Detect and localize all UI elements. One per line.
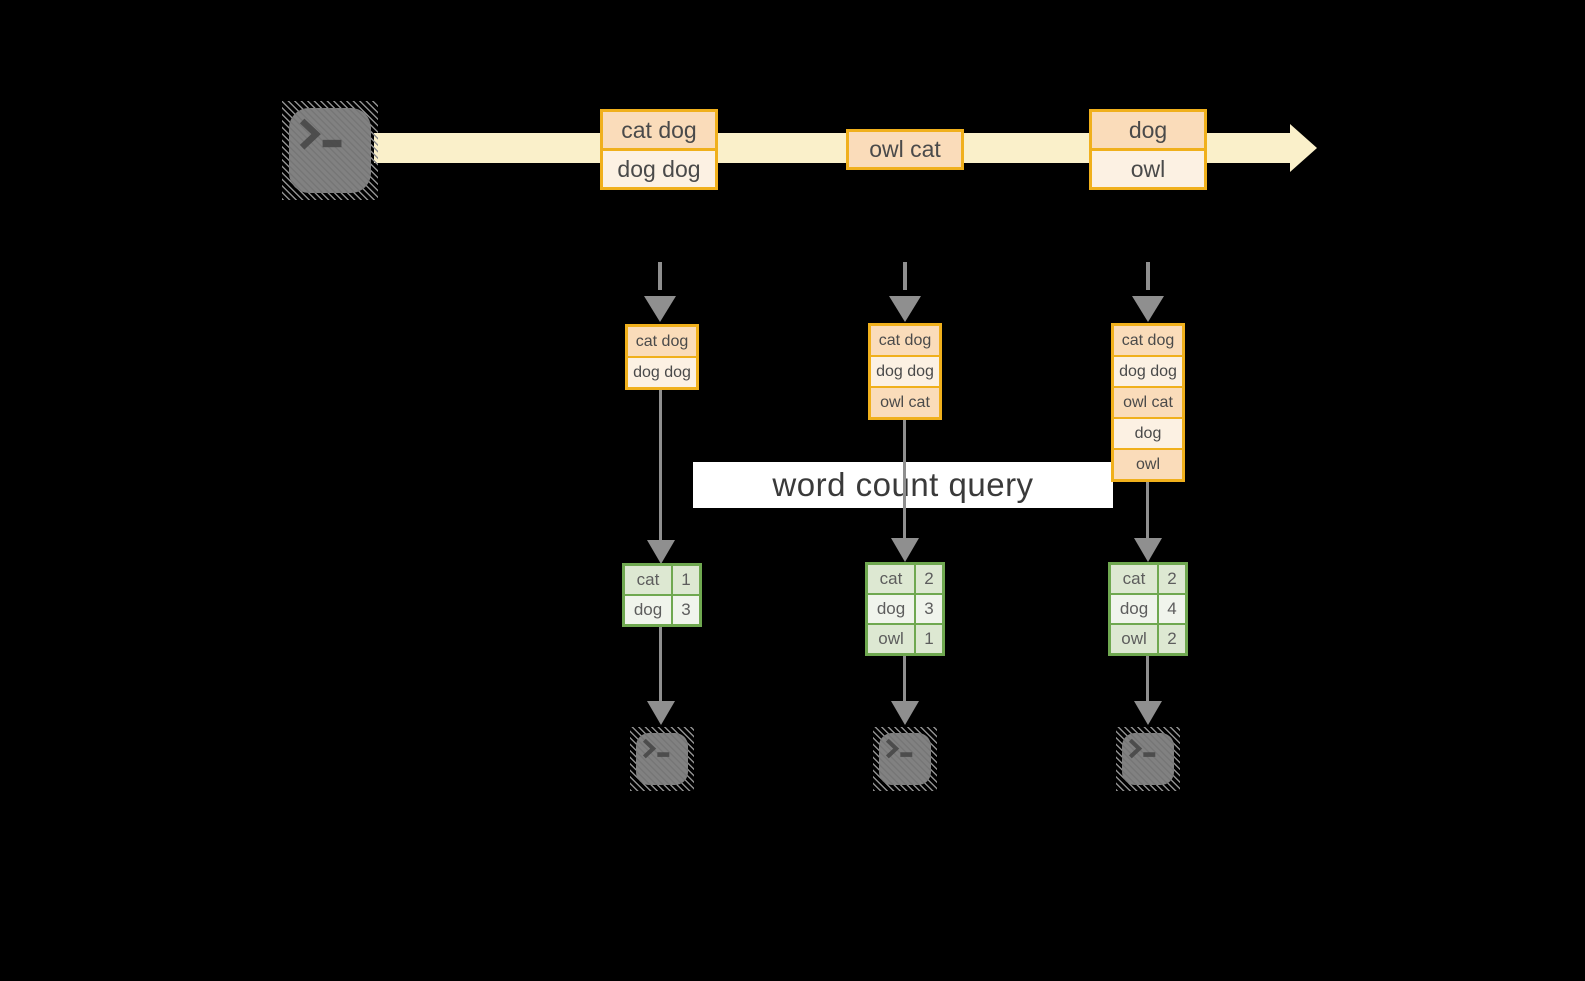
batch-line: owl <box>1114 448 1182 479</box>
connector-line <box>903 656 906 701</box>
stream-source-terminal-icon <box>282 101 378 200</box>
batch-line: owl cat <box>1114 386 1182 417</box>
accumulated-batch-3: cat dog dog dog owl cat dog owl <box>1111 323 1185 482</box>
batch-line: cat dog <box>628 327 696 356</box>
batch-line: cat dog <box>603 112 715 148</box>
query-banner-label: word count query <box>772 466 1034 503</box>
batch-line: owl cat <box>849 132 961 167</box>
stream-arrowhead-icon <box>1290 124 1317 172</box>
consumer-terminal-icon <box>873 727 937 791</box>
arrowhead-down-icon <box>891 538 919 562</box>
accumulated-batch-2: cat dog dog dog owl cat <box>868 323 942 420</box>
stream-batch-2: owl cat <box>846 129 964 170</box>
connector-line <box>659 390 662 540</box>
connector-line <box>1146 482 1149 538</box>
arrowhead-down-icon <box>1134 701 1162 725</box>
consumer-terminal-icon <box>630 727 694 791</box>
batch-line: dog dog <box>1114 355 1182 386</box>
batch-line: owl cat <box>871 386 939 417</box>
table-word-cell: cat <box>868 565 914 593</box>
arrowhead-down-icon <box>891 701 919 725</box>
table-count-cell: 2 <box>1159 625 1185 653</box>
table-word-cell: cat <box>1111 565 1157 593</box>
connector-line <box>659 627 662 701</box>
table-count-cell: 2 <box>916 565 942 593</box>
table-word-cell: dog <box>625 596 671 624</box>
batch-line: dog dog <box>603 148 715 187</box>
table-count-cell: 1 <box>916 625 942 653</box>
batch-line: dog <box>1092 112 1204 148</box>
word-count-table-3: cat 2 dog 4 owl 2 <box>1108 562 1188 656</box>
table-count-cell: 4 <box>1159 595 1185 623</box>
dashed-arrow-down-icon <box>889 262 921 322</box>
table-count-cell: 3 <box>673 596 699 624</box>
word-count-table-1: cat 1 dog 3 <box>622 563 702 627</box>
batch-line: dog <box>1114 417 1182 448</box>
arrowhead-down-icon <box>1134 538 1162 562</box>
arrowhead-down-icon <box>647 701 675 725</box>
table-word-cell: dog <box>1111 595 1157 623</box>
connector-line <box>1146 656 1149 701</box>
batch-line: cat dog <box>871 326 939 355</box>
arrowhead-down-icon <box>647 540 675 564</box>
batch-line: owl <box>1092 148 1204 187</box>
table-count-cell: 1 <box>673 566 699 594</box>
table-word-cell: owl <box>868 625 914 653</box>
table-word-cell: dog <box>868 595 914 623</box>
stream-batch-1: cat dog dog dog <box>600 109 718 190</box>
batch-line: dog dog <box>871 355 939 386</box>
dashed-arrow-down-icon <box>1132 262 1164 322</box>
table-count-cell: 2 <box>1159 565 1185 593</box>
table-word-cell: cat <box>625 566 671 594</box>
terminal-icon <box>289 108 371 193</box>
dashed-arrow-down-icon <box>644 262 676 322</box>
consumer-terminal-icon <box>1116 727 1180 791</box>
stream-batch-3: dog owl <box>1089 109 1207 190</box>
accumulated-batch-1: cat dog dog dog <box>625 324 699 390</box>
batch-line: dog dog <box>628 356 696 387</box>
batch-line: cat dog <box>1114 326 1182 355</box>
connector-line <box>903 420 906 538</box>
word-count-table-2: cat 2 dog 3 owl 1 <box>865 562 945 656</box>
table-word-cell: owl <box>1111 625 1157 653</box>
table-count-cell: 3 <box>916 595 942 623</box>
